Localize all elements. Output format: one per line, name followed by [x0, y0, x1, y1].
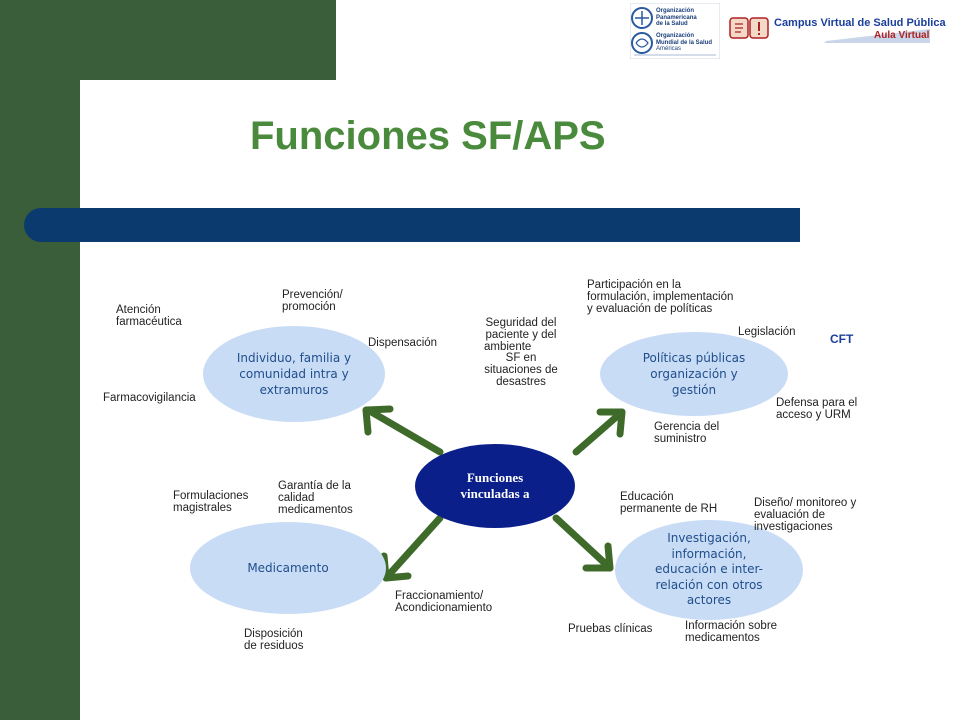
- label-diseno-l1: Diseño/ monitoreo y: [754, 497, 857, 509]
- label-seguridad-l1: Seguridad del: [485, 317, 557, 329]
- oms-line-2: Mundial de la Salud: [656, 39, 713, 46]
- label-garantia: Garantía de la calidad medicamentos: [278, 480, 353, 516]
- label-garantia-l2: calidad: [278, 492, 315, 504]
- arrow-to-individuo-icon: [362, 405, 444, 456]
- label-atencion-l2: farmacéutica: [116, 316, 182, 328]
- ops-line-3: de la Salud: [656, 21, 688, 27]
- label-fraccionamiento: Fraccionamiento/ Acondicionamiento: [395, 590, 492, 614]
- node-investigacion: Investigación, información, educación e …: [615, 520, 803, 620]
- arrow-to-medicamento-icon: [380, 514, 444, 582]
- node-politicas-line-1: Políticas públicas: [642, 351, 746, 365]
- node-politicas-line-3: gestión: [671, 383, 717, 397]
- label-informacion-l2: medicamentos: [685, 632, 760, 644]
- arrow-to-politicas-icon: [572, 408, 626, 456]
- label-atencion: Atención farmacéutica: [116, 304, 182, 328]
- node-individuo-line-2: comunidad intra y: [239, 367, 349, 381]
- label-prevencion-l1: Prevención/: [282, 289, 343, 301]
- oms-line-3: Américas: [656, 46, 682, 52]
- node-center-funciones: Funciones vinculadas a: [415, 444, 575, 528]
- label-diseno: Diseño/ monitoreo y evaluación de invest…: [754, 497, 856, 533]
- label-dispensacion-l1: Dispensación: [368, 337, 438, 349]
- label-farmacovigilancia: Farmacovigilancia: [103, 392, 196, 404]
- label-diseno-l2: evaluación de: [754, 509, 825, 521]
- oms-text: Organización Mundial de la Salud América…: [656, 33, 712, 53]
- center-line-1: Funciones: [466, 470, 524, 485]
- label-fraccionamiento-l1: Fraccionamiento/: [395, 590, 484, 602]
- node-investigacion-line-5: actores: [686, 593, 732, 608]
- node-individuo-line-3: extramuros: [259, 383, 329, 397]
- label-participacion-l3: y evaluación de políticas: [587, 303, 713, 315]
- center-line-2: vinculadas a: [460, 486, 530, 501]
- label-cft: CFT: [830, 332, 854, 346]
- ops-line-1: Organización: [656, 8, 695, 14]
- node-politicas: Políticas públicas organización y gestió…: [600, 332, 788, 416]
- node-politicas-line-2: organización y: [650, 367, 738, 381]
- label-pruebas: Pruebas clínicas: [568, 623, 652, 635]
- label-gerencia-l2: suministro: [654, 433, 707, 445]
- label-prevencion-l2: promoción: [282, 301, 336, 313]
- label-seguridad-l3: ambiente: [484, 340, 532, 353]
- label-diseno-l3: investigaciones: [754, 521, 833, 533]
- label-educacion: Educación permanente de RH: [620, 491, 717, 515]
- label-formulaciones-l2: magistrales: [173, 502, 232, 514]
- label-defensa: Defensa para el acceso y URM: [776, 397, 857, 421]
- node-medicamento-line-1: Medicamento: [247, 561, 329, 575]
- ops-line-2: Panamericana: [656, 14, 697, 21]
- label-prevencion: Prevención/ promoción: [282, 289, 343, 313]
- node-individuo: Individuo, familia y comunidad intra y e…: [203, 326, 385, 422]
- label-garantia-l1: Garantía de la: [278, 480, 351, 492]
- node-investigacion-line-4: relación con otros: [655, 577, 763, 592]
- arrow-to-investigacion-icon: [552, 514, 614, 572]
- label-seguridad-l6: desastres: [496, 375, 546, 388]
- label-gerencia: Gerencia del suministro: [654, 421, 719, 445]
- label-seguridad-l2: paciente y del: [485, 328, 557, 341]
- label-dispensacion: Dispensación: [368, 337, 437, 349]
- label-seguridad-l5: situaciones de: [484, 364, 558, 377]
- label-pruebas-l1: Pruebas clínicas: [568, 623, 653, 635]
- ops-text: Organización Panamericana de la Salud: [656, 8, 697, 28]
- label-educacion-l1: Educación: [620, 491, 674, 503]
- label-defensa-l2: acceso y URM: [776, 409, 851, 421]
- label-formulaciones-l1: Formulaciones: [173, 490, 249, 502]
- label-disposicion-l1: Disposición: [244, 628, 303, 640]
- label-atencion-l1: Atención: [116, 304, 161, 316]
- left-green-band: [0, 0, 80, 720]
- campus-title: Campus Virtual de Salud Pública: [774, 17, 946, 29]
- node-investigacion-line-3: educación e inter-: [655, 562, 763, 577]
- label-legislacion-l1: Legislación: [738, 326, 796, 338]
- label-participacion: Participación en la formulación, impleme…: [587, 279, 733, 315]
- label-formulaciones: Formulaciones magistrales: [173, 490, 248, 514]
- page-title: Funciones SF/APS: [250, 114, 606, 158]
- label-educacion-l2: permanente de RH: [620, 503, 718, 515]
- label-informacion-l1: Información sobre: [685, 620, 778, 632]
- node-investigacion-line-1: Investigación,: [667, 531, 751, 546]
- label-fraccionamiento-l2: Acondicionamiento: [395, 602, 493, 614]
- node-investigacion-line-2: información,: [671, 546, 747, 561]
- node-medicamento: Medicamento: [190, 522, 386, 614]
- node-individuo-line-1: Individuo, familia y: [236, 351, 352, 365]
- label-participacion-l1: Participación en la: [587, 279, 681, 291]
- label-defensa-l1: Defensa para el: [776, 397, 858, 409]
- campus-subtitle: Aula Virtual: [874, 30, 930, 41]
- label-participacion-l2: formulación, implementación: [587, 291, 734, 303]
- label-legislacion: Legislación: [738, 326, 796, 338]
- oms-line-1: Organización: [656, 33, 695, 39]
- label-gerencia-l1: Gerencia del: [654, 421, 720, 433]
- top-green-band: [0, 0, 336, 80]
- title-underline-bar: [24, 208, 800, 242]
- label-farmacovigilancia-l1: Farmacovigilancia: [103, 392, 196, 404]
- label-disposicion-l2: de residuos: [244, 640, 304, 652]
- label-disposicion: Disposición de residuos: [244, 628, 303, 652]
- label-seguridad: Seguridad del paciente y del ambiente SF…: [474, 317, 568, 389]
- campus-virtual-logo: Campus Virtual de Salud Pública Aula Vir…: [728, 15, 946, 43]
- label-garantia-l3: medicamentos: [278, 504, 353, 516]
- ops-oms-logo: Organización Panamericana de la Salud Or…: [630, 3, 720, 59]
- label-seguridad-l4: SF en: [505, 352, 537, 365]
- label-informacion: Información sobre medicamentos: [685, 620, 777, 644]
